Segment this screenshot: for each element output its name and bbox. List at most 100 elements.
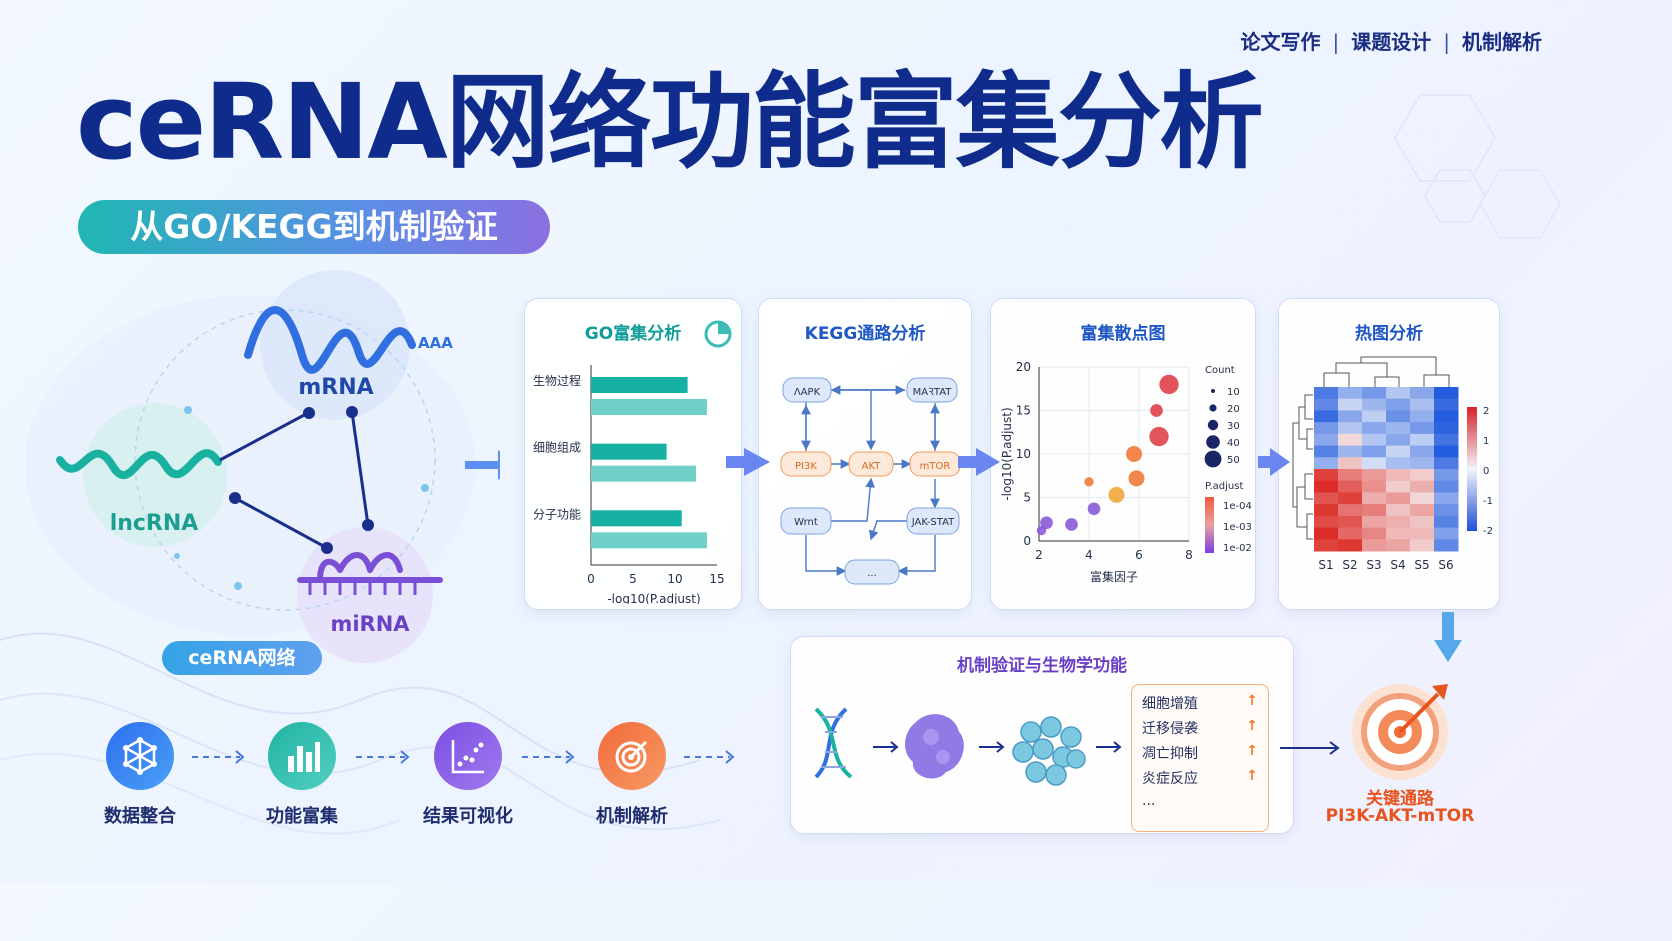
- scatter-x-tick-label: 6: [1135, 548, 1143, 562]
- kegg-node-wnt: Wrnt: [780, 507, 832, 535]
- heatmap-cell: [1386, 539, 1411, 552]
- heatmap-cell: [1314, 422, 1339, 435]
- scatter-x-tick-label: 2: [1035, 548, 1043, 562]
- heatmap-cell: [1386, 433, 1411, 447]
- go-panel-title: GO富集分析: [584, 324, 682, 344]
- mechanism-panel-title: 机制验证与生物学功能: [957, 656, 1127, 676]
- heatmap-cell: [1362, 504, 1387, 517]
- scatter-point: [1126, 446, 1142, 462]
- heatmap-cell: [1434, 457, 1459, 470]
- key-pathway-arrow: [1280, 741, 1340, 755]
- bio-function-item: 凋亡抑制↑: [1142, 743, 1258, 762]
- heatmap-cell: [1410, 433, 1435, 447]
- heatmap-column-label: S4: [1390, 558, 1405, 572]
- bar-chart-icon: [268, 722, 336, 790]
- kegg-node-more-label: ...: [867, 568, 877, 579]
- heatmap-cell: [1386, 387, 1411, 400]
- heatmap-cell: [1338, 492, 1363, 505]
- scatter-point: [1149, 426, 1169, 447]
- heatmap-cell: [1386, 469, 1411, 482]
- kegg-node-pi3k: PI3K: [780, 451, 832, 477]
- heatmap-cell: [1434, 515, 1459, 529]
- panel-flow-arrows: [726, 448, 1462, 662]
- heatmap-cell: [1386, 410, 1411, 423]
- count-legend-dot: [1211, 389, 1215, 393]
- kegg-pathway-graph: ΛAPK MAꝚTAT PI3K AKT mTOR Wrnt JAK-STAT …: [780, 377, 961, 585]
- workflow-step-label: 结果可视化: [423, 806, 513, 827]
- scatter-y-tick-label: 0: [1023, 534, 1031, 548]
- kegg-node-jak-stat-label: JAK-STAT: [911, 517, 955, 528]
- heatmap-cell: [1410, 398, 1435, 411]
- scatter-y-tick-label: 5: [1023, 491, 1031, 505]
- padj-color-scale: [1205, 497, 1214, 553]
- heatmap-cell: [1434, 445, 1459, 458]
- go-bar: [591, 465, 696, 482]
- heatmap-cell: [1314, 445, 1339, 458]
- kegg-node-mastat-label: MAꝚTAT: [913, 387, 953, 398]
- mechanism-validation-panel: 机制验证与生物学功能 细胞增殖↑ 迁移侵袭↑ 凋亡抑制↑ 炎症反应↑ ...: [790, 636, 1294, 834]
- scatter-x-tick-label: 4: [1085, 548, 1093, 562]
- workflow-step-visualization: 结果可视化: [408, 722, 528, 828]
- nav-separator: |: [1443, 30, 1450, 54]
- kegg-pathway-panel: KEGG通路分析 ΛAPK MAꝚTAT PI3K AKT mTOR Wrnt …: [758, 298, 972, 610]
- scatter-x-tick-label: 8: [1185, 548, 1193, 562]
- scatter-point: [1065, 518, 1078, 531]
- count-legend-dot: [1206, 435, 1220, 449]
- kegg-panel-title: KEGG通路分析: [804, 324, 926, 344]
- heatmap-scale-label: 1: [1483, 436, 1489, 447]
- workflow-dashed-arrows: [192, 750, 735, 764]
- count-legend-label: 20: [1227, 404, 1240, 415]
- heatmap-column-label: S6: [1438, 558, 1453, 572]
- go-bar: [591, 443, 667, 460]
- heatmap-cell: [1338, 527, 1363, 540]
- scatter-x-axis-label: 富集因子: [1090, 569, 1138, 584]
- nav-item-project-design[interactable]: 课题设计: [1351, 30, 1432, 54]
- heatmap-dendrogram-side: [1292, 394, 1313, 540]
- up-arrow-icon: ↑: [1246, 768, 1258, 784]
- count-legend-label: 40: [1227, 438, 1240, 449]
- heatmap-color-scale: [1467, 407, 1477, 531]
- heatmap-cell: [1362, 515, 1387, 529]
- heatmap-cell: [1386, 422, 1411, 435]
- scatter-plot-icon: [434, 722, 502, 790]
- heatmap-cell: [1386, 480, 1411, 493]
- cells-icon: [1012, 716, 1086, 786]
- heatmap-cell: [1338, 469, 1363, 482]
- heatmap-cell: [1362, 480, 1387, 493]
- go-x-tick-label: 15: [709, 572, 724, 586]
- heatmap-cell: [1314, 492, 1339, 505]
- subtitle-badge: 从GO/KEGG到机制验证: [78, 200, 550, 254]
- heatmap-cell: [1410, 515, 1435, 529]
- count-legend-dot: [1209, 404, 1217, 412]
- heatmap-scale-label: -2: [1483, 526, 1493, 537]
- heatmap-cell: [1338, 398, 1363, 411]
- heatmap-cell: [1410, 504, 1435, 517]
- heatmap-cell: [1410, 539, 1435, 552]
- count-legend-dot: [1204, 450, 1222, 468]
- heatmap-cell: [1362, 422, 1387, 435]
- scatter-point: [1159, 374, 1179, 395]
- up-arrow-icon: ↑: [1246, 718, 1258, 734]
- kegg-node-wnt-label: Wrnt: [794, 517, 818, 528]
- go-category-label: 细胞组成: [533, 441, 581, 455]
- scatter-point: [1128, 470, 1145, 487]
- nav-item-mechanism-analysis[interactable]: 机制解析: [1462, 30, 1542, 54]
- heatmap-cell: [1434, 433, 1459, 447]
- scatter-panel-title: 富集散点图: [1080, 324, 1166, 344]
- workflow-step-data-integration: 数据整合: [80, 722, 200, 828]
- heatmap-cell: [1410, 492, 1435, 505]
- top-nav: 论文写作|课题设计|机制解析: [1241, 26, 1543, 55]
- heatmap-column-label: S1: [1318, 558, 1333, 572]
- go-bar: [591, 399, 707, 415]
- bio-function-item: 迁移侵袭↑: [1142, 718, 1258, 737]
- nav-item-paper-writing[interactable]: 论文写作: [1240, 30, 1321, 54]
- up-arrow-icon: ↑: [1246, 743, 1258, 759]
- kegg-node-akt-label: AKT: [862, 461, 882, 472]
- heatmap-cell: [1434, 480, 1459, 493]
- bio-function-list: 细胞增殖↑ 迁移侵袭↑ 凋亡抑制↑ 炎症反应↑ ...: [1131, 684, 1269, 832]
- heatmap-cell: [1314, 457, 1339, 470]
- heatmap-cell: [1434, 469, 1459, 482]
- scatter-y-tick-label: 10: [1016, 447, 1031, 461]
